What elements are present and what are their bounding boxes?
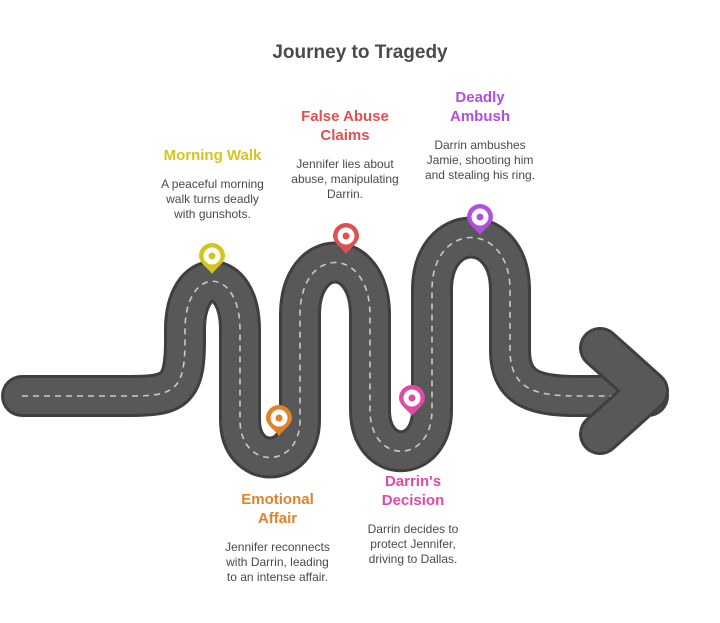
- event-morning-walk: Morning Walk A peaceful morning walk tur…: [140, 146, 285, 222]
- event-description: Jennifer lies about abuse, manipulating …: [291, 157, 399, 201]
- event-description: Darrin ambushes Jamie, shooting him and …: [424, 138, 536, 182]
- event-description: Jennifer reconnects with Darrin, leading…: [225, 540, 330, 584]
- road-center-dashes: [22, 236, 648, 459]
- location-pin-icon: [266, 405, 292, 436]
- pin-dot: [476, 213, 484, 221]
- road-surface: [4, 219, 666, 476]
- event-darrins-decision: Darrin's Decision Darrin decides to prot…: [338, 472, 488, 567]
- road: [1, 216, 669, 479]
- location-pin-icon: [467, 204, 493, 235]
- location-pin-icon: [199, 243, 225, 274]
- event-emotional-affair: Emotional Affair Jennifer reconnects wit…: [200, 490, 355, 585]
- arrow-head: [582, 330, 666, 452]
- event-title: Darrin's Decision: [381, 473, 445, 509]
- event-description: Darrin decides to protect Jennifer, driv…: [367, 522, 459, 566]
- pin-dot: [342, 232, 350, 240]
- event-title: Emotional Affair: [241, 491, 314, 527]
- event-false-abuse-claims: False Abuse Claims Jennifer lies about a…: [270, 107, 420, 202]
- event-description: A peaceful morning walk turns deadly wit…: [161, 177, 264, 221]
- page-title: Journey to Tragedy: [272, 42, 448, 63]
- pin-dot: [208, 252, 216, 260]
- pin-dot: [275, 414, 283, 422]
- event-title: Deadly Ambush: [450, 89, 510, 125]
- event-title: Morning Walk: [163, 147, 262, 164]
- location-pin-icon: [399, 385, 425, 416]
- pin-dot: [408, 394, 416, 402]
- event-deadly-ambush: Deadly Ambush Darrin ambushes Jamie, sho…: [405, 88, 555, 183]
- event-title: False Abuse Claims: [301, 108, 389, 144]
- location-pin-icon: [333, 223, 359, 254]
